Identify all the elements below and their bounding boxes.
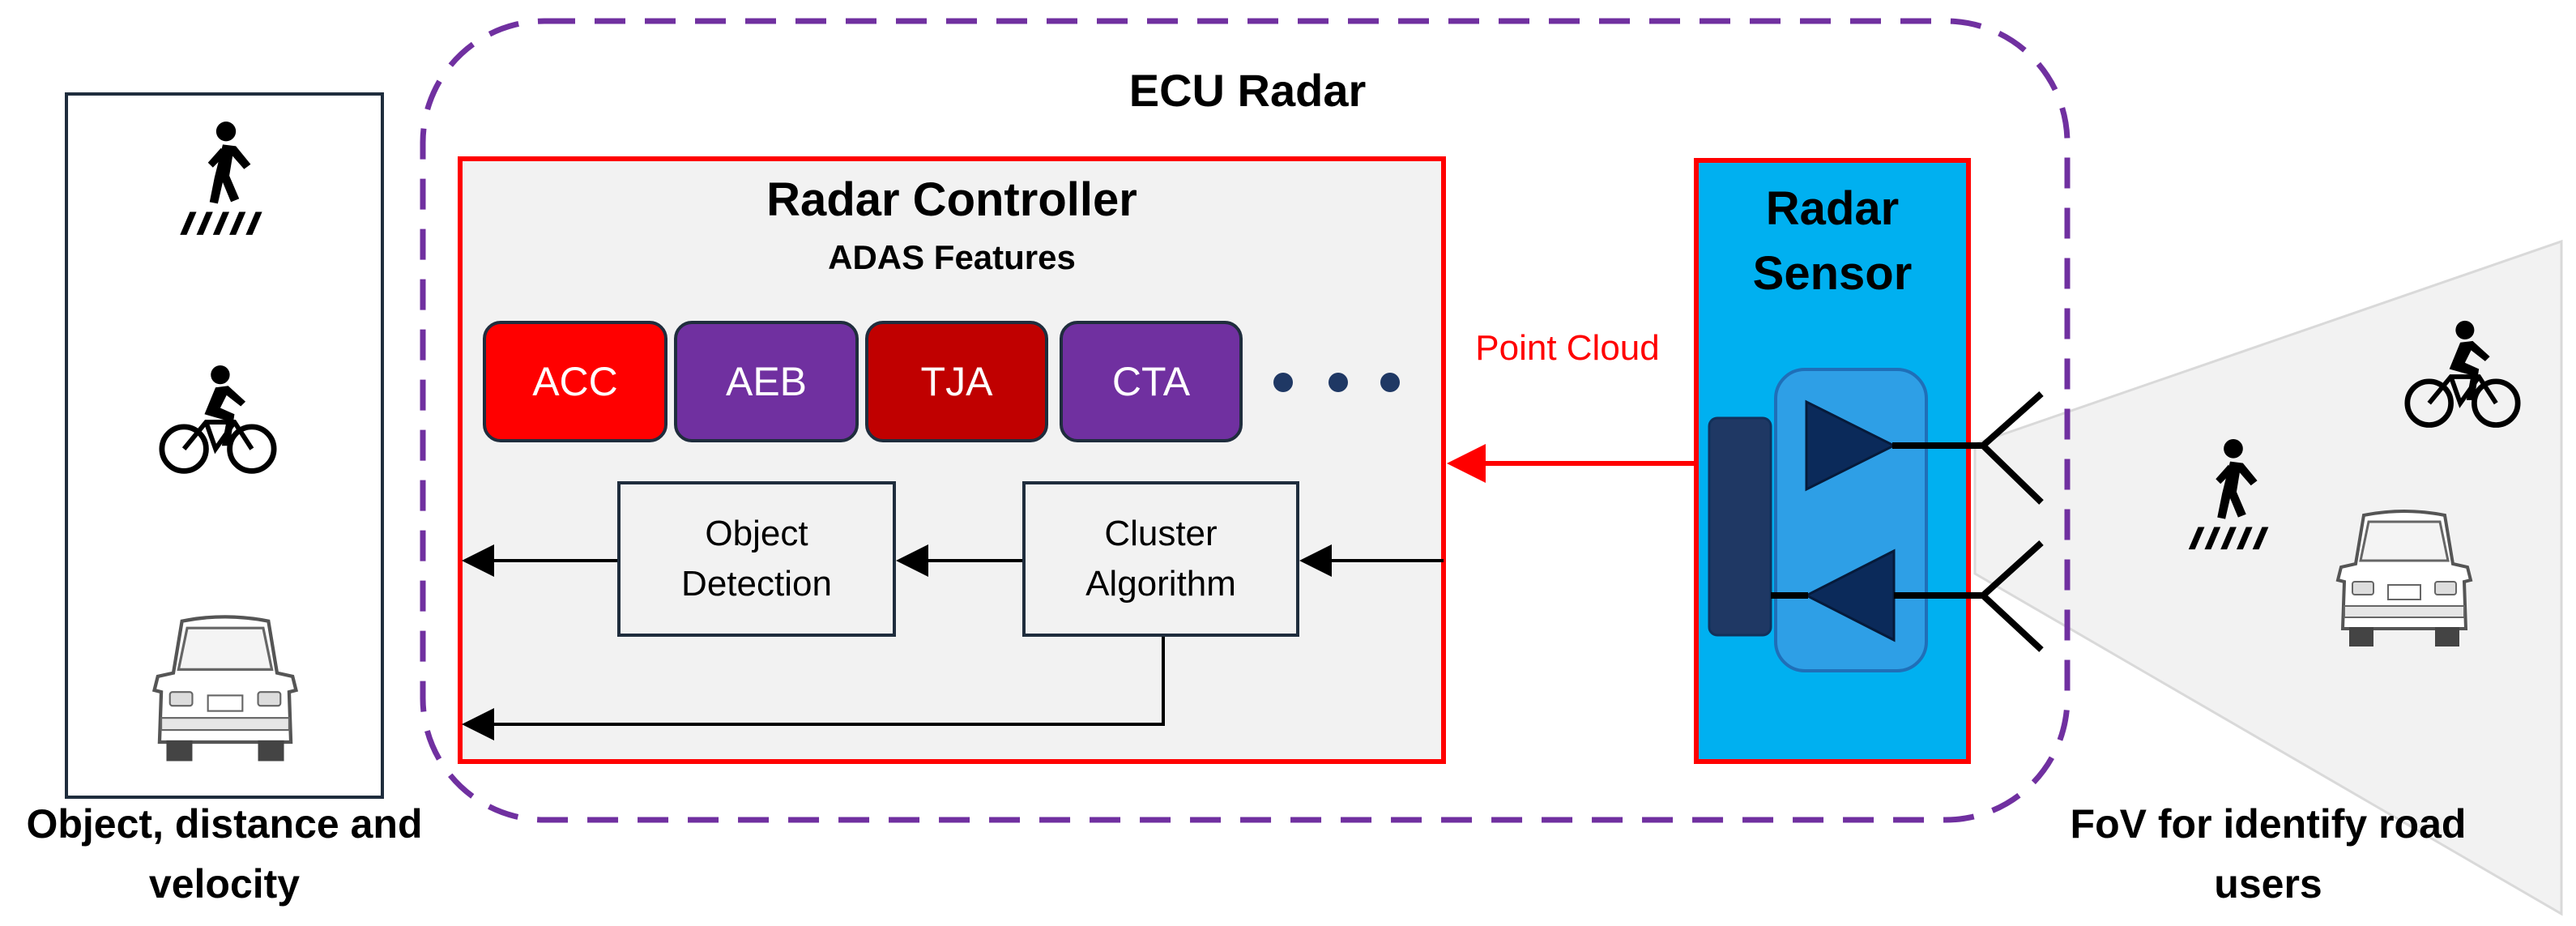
rx-antenna-icon: [1978, 540, 2044, 652]
sensor-title-line-1: Radar: [1765, 182, 1900, 235]
feature-cta: CTA: [1060, 321, 1243, 442]
result-caption-line-1: Object, distance and: [26, 801, 423, 847]
transmit-amplifier-icon: [1805, 399, 1897, 492]
more-dot: [1329, 373, 1348, 392]
more-dot: [1380, 373, 1400, 392]
fov-caption-line-1: FoV for identify road: [2070, 801, 2467, 847]
result-caption-line-2: velocity: [148, 861, 301, 907]
tx-antenna-icon: [1978, 391, 2044, 505]
point-cloud-label: Point Cloud: [1475, 328, 1660, 368]
object-detection-line-1: Object: [705, 514, 808, 553]
sensor-title-line-2: Sensor: [1752, 247, 1913, 300]
controller-title: Radar Controller: [766, 173, 1137, 226]
ecu-boundary: [420, 18, 2071, 823]
sensor-title: Radar Sensor: [1701, 177, 1964, 306]
feature-acc: ACC: [483, 321, 667, 442]
feature-tja: TJA: [865, 321, 1048, 442]
sensor-processor-block: [1708, 416, 1772, 637]
antenna-module: [1774, 368, 1928, 672]
cluster-bypass-arrow: [462, 637, 1165, 740]
controller-subtitle: ADAS Features: [828, 238, 1076, 276]
radar-controller-box: [458, 156, 1446, 764]
fov-cone: [1973, 239, 2563, 916]
cluster-algorithm-line-1: Cluster: [1104, 514, 1218, 553]
more-dot: [1273, 373, 1293, 392]
object-detection-line-2: Detection: [681, 564, 832, 604]
fov-caption: FoV for identify road users: [2049, 794, 2487, 914]
result-caption: Object, distance and velocity: [0, 794, 449, 914]
ecu-title: ECU Radar: [1128, 65, 1367, 116]
object-detection-box: Object Detection: [617, 481, 896, 637]
feature-aeb: AEB: [674, 321, 859, 442]
fov-caption-line-2: users: [2214, 861, 2322, 907]
cluster-algorithm-line-2: Algorithm: [1085, 564, 1236, 604]
cluster-algorithm-box: Cluster Algorithm: [1022, 481, 1299, 637]
